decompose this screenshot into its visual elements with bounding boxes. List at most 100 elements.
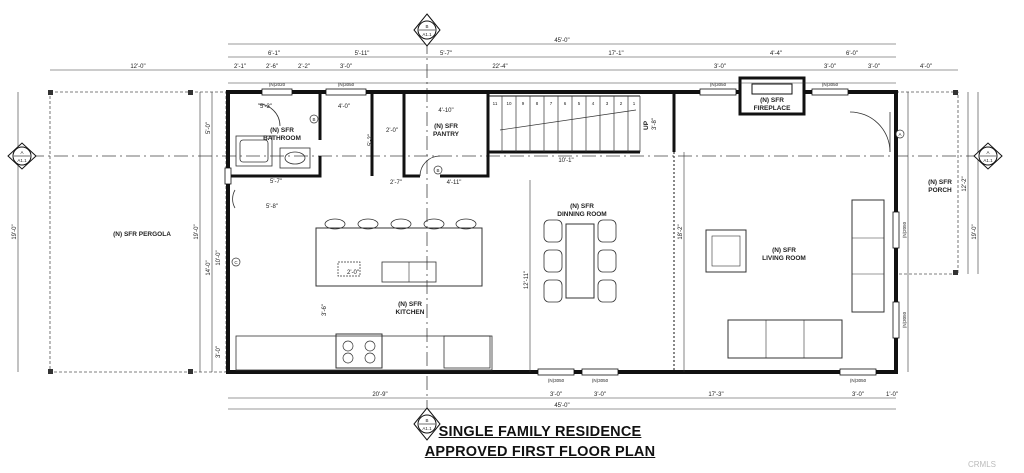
- stair-number: 6: [564, 101, 567, 106]
- window-tag: (N)2020: [269, 82, 286, 87]
- svg-text:A: A: [986, 150, 989, 155]
- dim-right: 12'-2": [962, 176, 968, 191]
- dim-left: 3'-0": [216, 346, 222, 358]
- svg-text:A1.1: A1.1: [422, 426, 432, 431]
- room-label-kitchen: (N) SFR: [398, 301, 422, 308]
- dim-left: 19'-0": [194, 224, 200, 239]
- dining-chairs: [543, 219, 617, 303]
- porch-post: [953, 90, 958, 95]
- dim-pergola: 12'-0": [130, 64, 145, 70]
- room-label-dining: DINNING ROOM: [557, 211, 606, 218]
- dim-top: 3'-0": [340, 64, 352, 70]
- window-tag: (N)2050: [902, 221, 907, 238]
- stair-number: 2: [620, 101, 623, 106]
- door-swings: [232, 103, 891, 209]
- dim-left: 5'-0": [206, 122, 212, 134]
- room-label-pergola: (N) SFR PERGOLA: [113, 231, 171, 238]
- windows: [224, 88, 900, 376]
- dim-bottom: 20'-9": [372, 392, 387, 398]
- room-label-pantry: PANTRY: [433, 131, 460, 138]
- dim-top: 4'-4": [770, 51, 782, 57]
- svg-text:B: B: [425, 418, 428, 423]
- dim-hall: 2'-7": [390, 180, 402, 186]
- fireplace-box: [751, 83, 793, 95]
- stair-up-label: UP: [643, 120, 650, 130]
- stair-number: 8: [536, 101, 539, 106]
- section-marker-bottom: B A1.1: [413, 407, 441, 441]
- window-tag: (N)3050: [850, 378, 867, 383]
- dim-stair-width: 3'-8": [652, 118, 658, 130]
- drawing-title-line2: APPROVED FIRST FLOOR PLAN: [424, 444, 656, 460]
- room-label-bathroom: BATHROOM: [263, 135, 301, 142]
- kitchen-island: [315, 227, 483, 287]
- dim-right: 19'-0": [972, 224, 978, 239]
- window-tag: (N)3050: [548, 378, 565, 383]
- svg-text:A1.1: A1.1: [17, 158, 27, 163]
- sofa-bottom: [727, 319, 843, 359]
- dim-top: 3'-0": [824, 64, 836, 70]
- dim-left: 10'-0": [216, 250, 222, 265]
- sofa-side: [851, 199, 885, 313]
- dim-bath: 5'-8": [266, 204, 278, 210]
- dim-pantry: 4'-10": [438, 108, 453, 114]
- room-label-dining: (N) SFR: [570, 203, 594, 210]
- dining-table: [565, 223, 595, 299]
- dim-left: 14'-0": [206, 260, 212, 275]
- island-appliance: [337, 261, 361, 277]
- svg-text:B: B: [425, 24, 428, 29]
- pergola-post: [48, 369, 53, 374]
- dim-hall: 2'-0": [386, 128, 398, 134]
- window-tag: (N)3050: [822, 82, 839, 87]
- interior-walls: [228, 92, 676, 178]
- dim-bath: 5'-7": [270, 179, 282, 185]
- room-label-pantry: (N) SFR: [434, 123, 458, 130]
- dim-top: 2'-1": [234, 64, 246, 70]
- stair-number: 4: [592, 101, 595, 106]
- dim-top: 2'-2": [298, 64, 310, 70]
- dim-island: 2'-0": [347, 270, 359, 276]
- dim-top: 6'-1": [268, 51, 280, 57]
- door-tag: A: [898, 132, 901, 137]
- pergola-post: [188, 90, 193, 95]
- stair-treads: [499, 96, 641, 152]
- section-marker-top: B A1.1: [413, 13, 441, 47]
- dim-top: 17'-1": [608, 51, 623, 57]
- range-stove: [335, 333, 383, 369]
- room-label-kitchen: KITCHEN: [396, 309, 425, 316]
- dim-top: 22'-4": [492, 64, 507, 70]
- dim-top: 3'-0": [714, 64, 726, 70]
- dim-kitchen: 3'-6": [322, 304, 328, 316]
- refrigerator: [443, 335, 491, 369]
- dimension-lines: [17, 43, 979, 410]
- armchair: [705, 229, 747, 273]
- svg-text:A1.1: A1.1: [983, 158, 993, 163]
- dim-top: 3'-0": [868, 64, 880, 70]
- stair-number: 11: [493, 101, 498, 106]
- dim-porch: 4'-0": [920, 64, 932, 70]
- window-tag: (N)3050: [592, 378, 609, 383]
- pergola-post: [48, 90, 53, 95]
- door-tag: B: [312, 117, 315, 122]
- drawing-title-line1: SINGLE FAMILY RESIDENCE: [438, 424, 642, 440]
- bathroom-fixtures: [235, 135, 311, 169]
- stair-number: 9: [522, 101, 525, 106]
- dim-top: 5'-11": [355, 51, 370, 57]
- dim-left: 19'-0": [12, 224, 18, 239]
- dim-bath: 4'-0": [338, 104, 350, 110]
- room-label-living: LIVING ROOM: [762, 255, 806, 262]
- window-tag: (N)3050: [710, 82, 727, 87]
- dim-stair-run: 10'-1": [558, 158, 573, 164]
- kitchen-counter: [235, 335, 493, 371]
- svg-text:A1.1: A1.1: [422, 32, 432, 37]
- room-label-porch: (N) SFR: [928, 179, 952, 186]
- stair-number: 10: [506, 101, 512, 106]
- watermark: CRMLS: [968, 460, 996, 469]
- dim-hall: 5'-2": [368, 134, 374, 146]
- section-marker-right: A A1.1: [973, 142, 1003, 170]
- dim-bottom: 3'-0": [852, 392, 864, 398]
- dim-bottom: 3'-0": [550, 392, 562, 398]
- room-label-porch: PORCH: [928, 187, 952, 194]
- room-label-bathroom: (N) SFR: [270, 127, 294, 134]
- pergola-post: [188, 369, 193, 374]
